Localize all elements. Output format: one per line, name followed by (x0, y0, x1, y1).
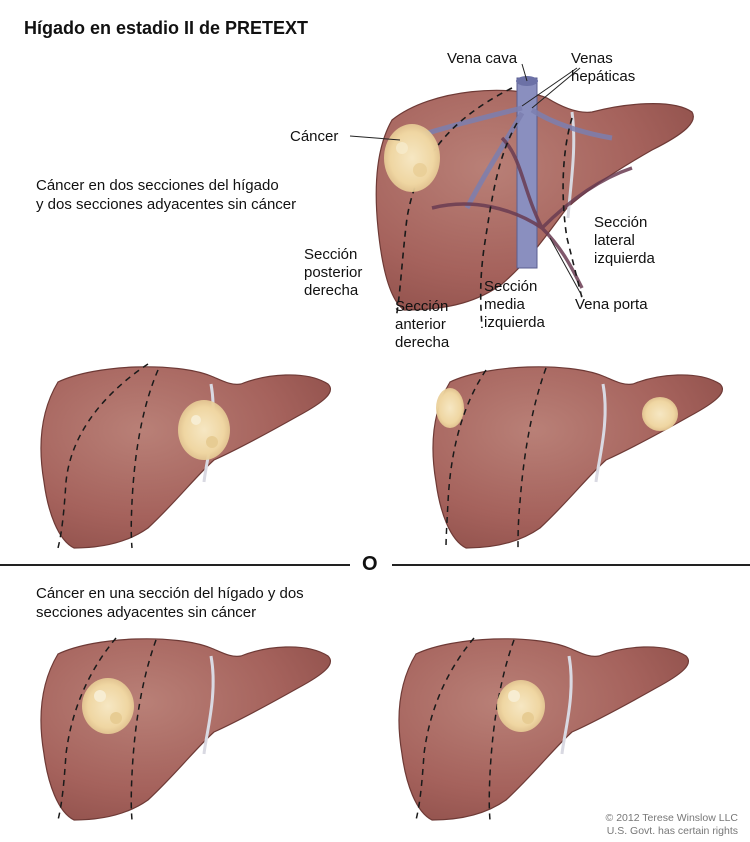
label-vena-cava: Vena cava (447, 50, 518, 67)
copyright-line-1: © 2012 Terese Winslow LLC (605, 812, 738, 824)
description-two-sections: Cáncer en dos secciones del hígado y dos… (36, 177, 297, 213)
separator-right (392, 564, 750, 566)
falciform-ligament (566, 111, 576, 219)
description-one-section: Cáncer en una sección del hígado y dos s… (36, 585, 304, 621)
copyright-line-2: U.S. Govt. has certain rights (606, 825, 738, 837)
separator-left (0, 564, 350, 566)
section-lines (395, 87, 583, 329)
tumor-example-1 (178, 400, 230, 460)
label-seccion-posterior-derecha: Sección posterior derecha (304, 246, 363, 299)
label-seccion-lateral-izquierda: Sección lateral izquierda (594, 214, 655, 267)
tumor-example-2a (436, 388, 464, 428)
liver-example-4 (398, 637, 690, 821)
copyright: © 2012 Terese Winslow LLC U.S. Govt. has… (606, 812, 738, 838)
portal-veins (431, 136, 633, 289)
label-seccion-media-izquierda: Sección media izquierda (484, 278, 545, 331)
label-cancer: Cáncer (290, 128, 339, 145)
tumor-example-2b (642, 397, 678, 431)
liver-example-3 (40, 637, 332, 821)
liver-example-1 (40, 363, 332, 549)
label-vena-porta: Vena porta (575, 296, 648, 313)
separator-or: O (362, 553, 378, 575)
liver-example-2 (432, 366, 724, 549)
page-title: Hígado en estadio II de PRETEXT (24, 18, 309, 38)
main-liver-diagram (349, 63, 694, 329)
tumor-example-3 (82, 678, 134, 734)
main-tumor (384, 124, 440, 192)
label-venas-hepaticas: Venas hepáticas (571, 50, 636, 85)
label-seccion-anterior-derecha: Sección anterior derecha (395, 298, 450, 351)
leader-lines (349, 63, 583, 297)
tumor-example-4 (497, 680, 545, 732)
